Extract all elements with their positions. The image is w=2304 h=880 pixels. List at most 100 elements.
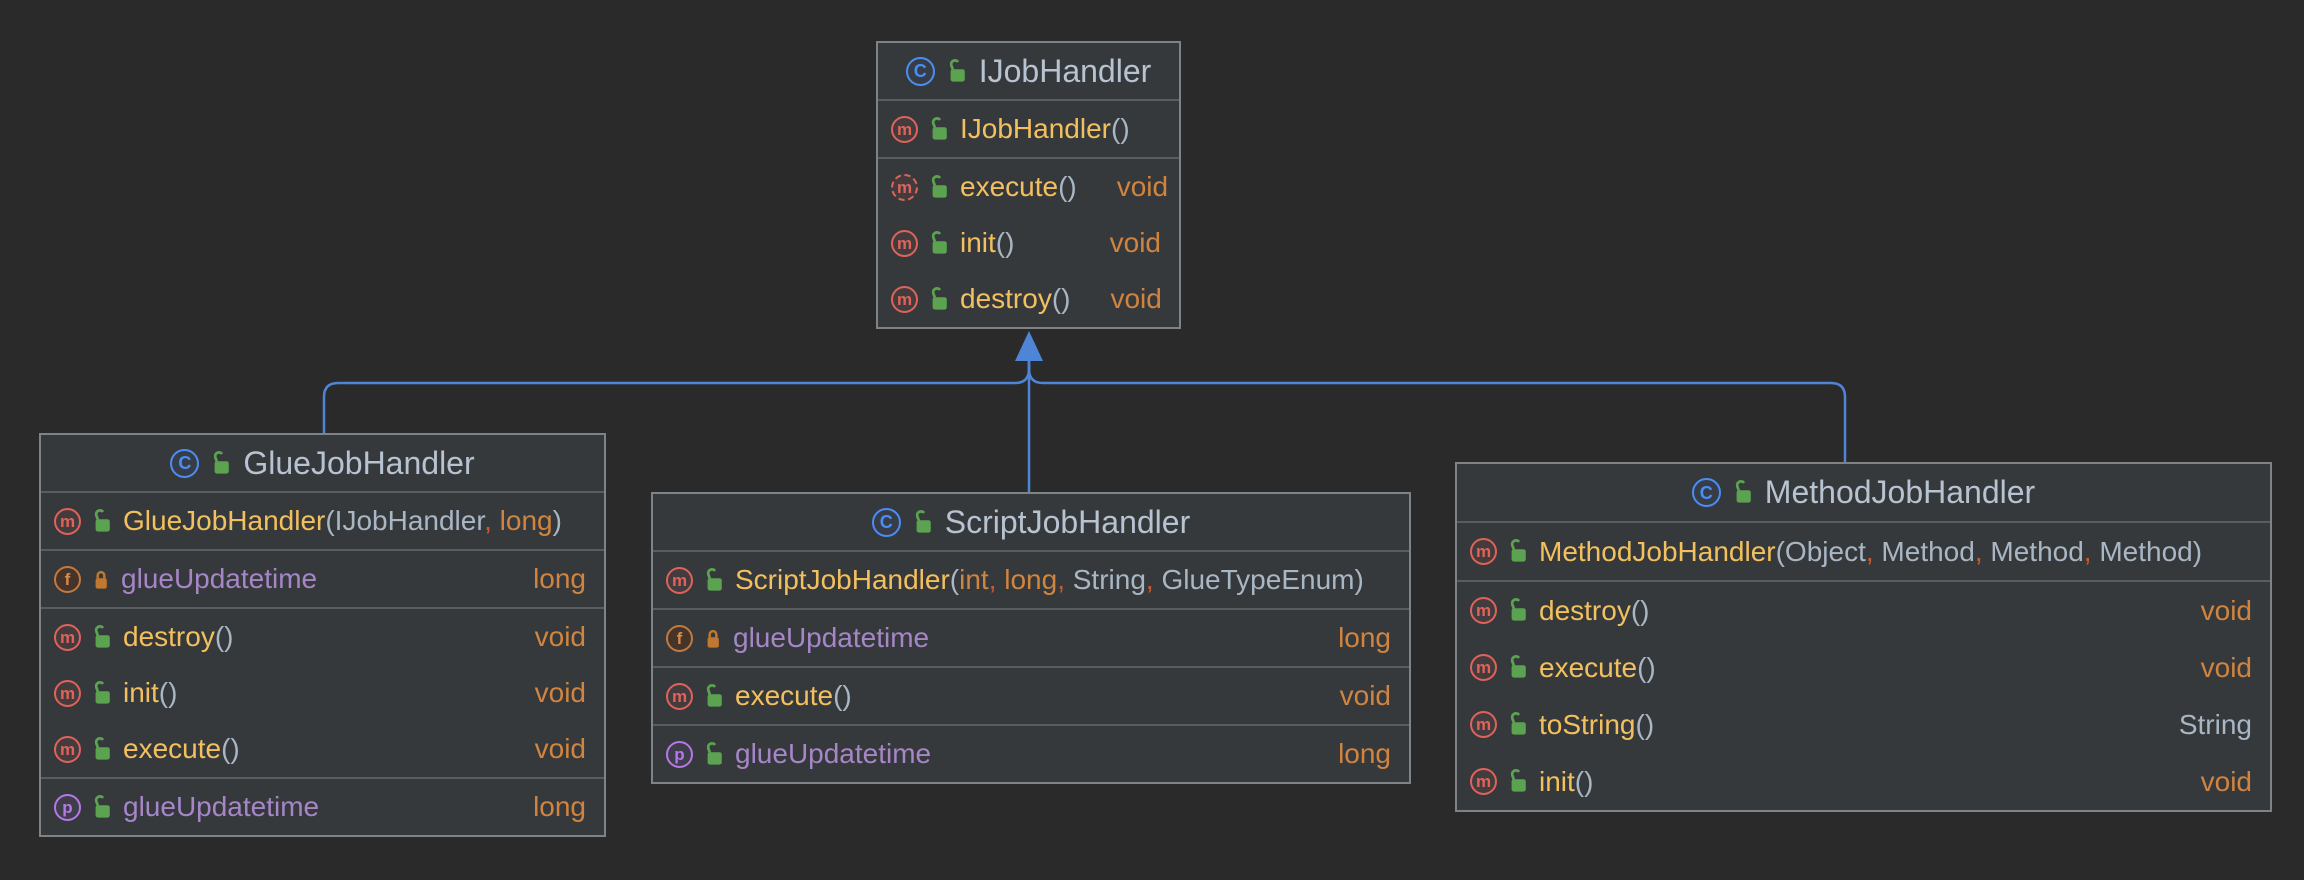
class-header-methodjobhandler[interactable]: C MethodJobHandler [1457, 464, 2270, 521]
public-lock-icon [1507, 654, 1529, 681]
member-label: toString() [1539, 709, 1654, 741]
member-row-destroy[interactable]: m destroy() void [878, 271, 1179, 327]
member-name: ScriptJobHandler [735, 564, 950, 595]
member-label: destroy() [960, 283, 1070, 315]
param-type: Method [2099, 535, 2193, 567]
member-name: glueUpdatetime [123, 791, 320, 822]
member-label: execute() [123, 733, 240, 765]
class-node-scriptjobhandler[interactable]: C ScriptJobHandler m ScriptJobHandler(int, … [651, 492, 1411, 784]
method-icon: m [1470, 768, 1497, 795]
member-label: execute() [1539, 652, 1656, 684]
member-row-ScriptJobHandler[interactable]: m ScriptJobHandler(int, long, String, Glu… [653, 552, 1409, 608]
member-name: init [1539, 765, 1575, 797]
class-icon: C [871, 507, 901, 537]
paren-close: ) [168, 677, 178, 708]
class-icon: C [905, 56, 935, 86]
member-name: execute [123, 733, 222, 764]
public-lock-icon [91, 794, 113, 821]
param-type: int [959, 564, 989, 595]
param-type: long [499, 505, 553, 536]
method-icon: m [666, 682, 693, 710]
public-lock-icon [928, 286, 950, 313]
method-icon: m [1470, 597, 1497, 624]
member-name: glueUpdatetime [121, 563, 318, 594]
paren-open: ( [325, 505, 335, 536]
return-type: long [533, 563, 586, 594]
paren-close: ) [1640, 594, 1650, 626]
param-comma: , [1865, 535, 1882, 567]
class-title: MethodJobHandler [1764, 474, 2036, 510]
return-type: void [534, 733, 586, 764]
paren-open: ( [1635, 708, 1645, 740]
class-icon: C [1691, 478, 1721, 507]
paren-open: ( [1058, 171, 1068, 202]
public-lock-icon [1507, 711, 1529, 738]
class-header-ijobhandler[interactable]: C IJobHandler [878, 43, 1179, 99]
method-icon: m [891, 285, 918, 313]
paren-close: ) [552, 505, 562, 536]
edge-gluejobhandler-to-ijobhandler [322, 358, 1031, 434]
param-comma: , [988, 564, 1005, 595]
return-type: void [2200, 651, 2252, 683]
paren-open: ( [1637, 651, 1647, 683]
member-row-glueUpdatetime[interactable]: f glueUpdatetime long [41, 551, 604, 607]
return-type: void [1110, 283, 1162, 314]
paren-open: ( [1775, 535, 1785, 567]
return-type: long [1338, 738, 1391, 769]
member-name: IJobHandler [960, 113, 1111, 144]
class-title: IJobHandler [978, 52, 1152, 89]
public-lock-icon [1507, 768, 1529, 795]
param-comma: , [484, 505, 500, 536]
return-type: void [2200, 765, 2252, 797]
public-lock-icon [946, 58, 968, 85]
return-type: void [1116, 171, 1169, 202]
public-lock-icon [1507, 538, 1529, 565]
field-icon: f [54, 565, 81, 593]
param-type: long [1004, 564, 1058, 595]
member-name: GlueJobHandler [123, 505, 326, 536]
member-label: GlueJobHandler(IJobHandler, long) [123, 505, 562, 537]
paren-open: ( [1110, 113, 1121, 144]
param-comma: , [1974, 535, 1991, 567]
compartment: f glueUpdatetime long [41, 549, 604, 607]
member-label: ScriptJobHandler(int, long, String, Glue… [735, 564, 1364, 596]
public-lock-icon [912, 509, 934, 536]
member-name: init [123, 677, 159, 708]
method-icon: m [666, 566, 693, 594]
class-header-scriptjobhandler[interactable]: C ScriptJobHandler [653, 494, 1409, 550]
public-lock-icon [91, 508, 113, 535]
member-name: init [960, 227, 996, 258]
class-title: ScriptJobHandler [944, 503, 1191, 540]
member-label: glueUpdatetime [733, 622, 929, 654]
public-lock-icon [91, 736, 113, 763]
paren-open: ( [1574, 765, 1585, 797]
member-label: glueUpdatetime [123, 791, 319, 823]
